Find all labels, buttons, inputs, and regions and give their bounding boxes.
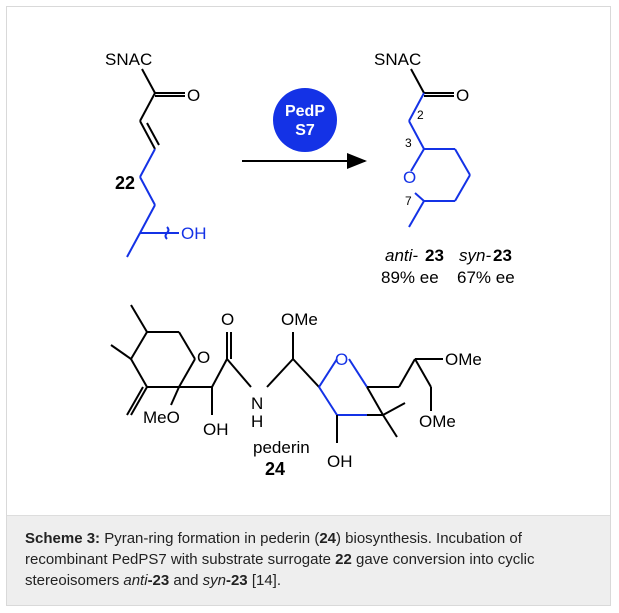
caption-syn-italic: syn [202, 572, 226, 589]
figure-frame: SNAC O OH 22 [6, 6, 611, 606]
pederin-ring2-o: O [335, 350, 348, 369]
pederin-oh-left: OH [203, 420, 229, 439]
caption-text-2: ) biosynthesis. Incubation of recombinan… [25, 530, 522, 568]
pederin-ring1-o: O [197, 348, 210, 367]
pederin-h: H [251, 412, 263, 431]
syn-number: 23 [493, 246, 512, 265]
caption-syn-rest: -23 [225, 572, 248, 589]
pederin-ome-right: OMe [445, 350, 482, 369]
enzyme-badge: PedP S7 [273, 88, 337, 152]
product-snac-label: SNAC [374, 50, 421, 69]
substrate-hydroxyl: OH [181, 224, 207, 243]
product-carbonyl-o: O [456, 86, 469, 105]
pederin-name: pederin [253, 438, 310, 457]
product-23: SNAC O 2 O 3 [374, 50, 515, 287]
pederin-oh-bottom: OH [327, 452, 353, 471]
caption-anti-rest: -23 [147, 572, 170, 589]
anti-number: 23 [425, 246, 444, 265]
pederin-meo: MeO [143, 408, 180, 427]
substrate-snac-label: SNAC [105, 50, 152, 69]
caption-label: Scheme 3: [25, 530, 101, 547]
syn-prefix: syn- [459, 246, 491, 265]
product-locant-3: 3 [405, 136, 412, 150]
figure-caption: Scheme 3: Pyran-ring formation in pederi… [7, 515, 610, 605]
caption-text-1: Pyran-ring formation in pederin ( [100, 530, 320, 547]
anti-ee: 89% ee [381, 268, 439, 287]
enzyme-line1: PedP [285, 103, 325, 120]
caption-anti-italic: anti [123, 572, 148, 589]
caption-text-5: [14]. [247, 572, 282, 589]
pederin-ome-top: OMe [281, 310, 318, 329]
product-ring-o: O [403, 168, 416, 187]
pederin-number: 24 [265, 459, 285, 479]
product-locant-2: 2 [417, 108, 424, 122]
caption-num-22: 22 [335, 551, 352, 568]
enzyme-line2: S7 [295, 122, 315, 139]
caption-text-3: gave conversion into cyclic stereoisomer… [25, 551, 535, 589]
substrate-22: SNAC O OH 22 [105, 50, 207, 258]
substrate-carbonyl-o: O [187, 86, 200, 105]
product-locant-7: 7 [405, 194, 412, 208]
pederin-n: N [251, 394, 263, 413]
syn-ee: 67% ee [457, 268, 515, 287]
pederin-carbonyl-o: O [221, 310, 234, 329]
substrate-number: 22 [115, 173, 135, 193]
pederin-24: O MeO OH O N H OMe [110, 304, 482, 479]
anti-prefix: anti- [385, 246, 418, 265]
scheme-drawing: SNAC O OH 22 [105, 50, 515, 479]
reaction-scheme: SNAC O OH 22 [7, 7, 610, 515]
caption-text-4: and [169, 572, 203, 589]
caption-num-24: 24 [319, 530, 336, 547]
pederin-ome-bottom: OMe [419, 412, 456, 431]
